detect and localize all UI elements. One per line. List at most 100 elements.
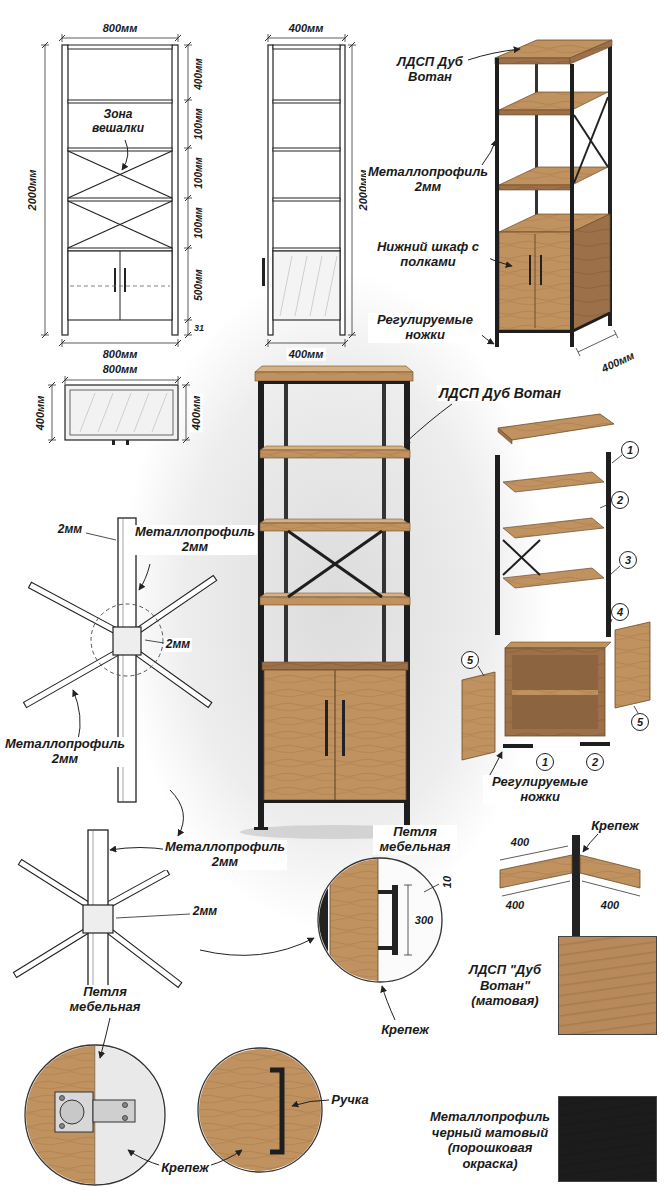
part-label: Нижний шкаф с полками bbox=[366, 240, 490, 270]
exploded-view bbox=[612, 455, 622, 463]
hinge-closeup bbox=[60, 1100, 84, 1124]
front-view bbox=[185, 42, 191, 48]
exploded-view bbox=[611, 566, 620, 574]
top-view bbox=[49, 382, 55, 388]
dimension-text: 2мм bbox=[191, 905, 219, 919]
side-view bbox=[273, 45, 340, 49]
side-view bbox=[265, 35, 271, 41]
shelf-unit-3d bbox=[540, 255, 542, 285]
shelf-unit-3d bbox=[573, 313, 610, 331]
hinge-detail bbox=[378, 890, 392, 894]
front-view bbox=[175, 35, 181, 41]
part-label: Металлопрофиль 2мм bbox=[133, 525, 257, 555]
front-view bbox=[59, 35, 65, 41]
front-view bbox=[185, 145, 191, 151]
hinge-detail bbox=[408, 885, 409, 955]
front-view bbox=[41, 34, 192, 347]
front-view bbox=[62, 45, 68, 335]
dimension-text: 2мм bbox=[56, 523, 84, 537]
part-label: ЛДСП Дуб Вотан bbox=[393, 55, 467, 85]
shelf-unit-3d bbox=[495, 58, 499, 347]
hinge-detail bbox=[318, 855, 412, 990]
part-label: Металлопрофиль 2мм bbox=[3, 737, 127, 767]
side-view bbox=[325, 256, 337, 316]
hinge-detail bbox=[318, 855, 328, 990]
top-view bbox=[175, 377, 181, 383]
hinge-closeup bbox=[100, 1018, 162, 1166]
hinge-detail bbox=[382, 884, 439, 1020]
exploded-view bbox=[505, 648, 605, 736]
dimension-text: 100мм bbox=[193, 155, 205, 190]
shelf-unit-3d bbox=[495, 330, 574, 333]
side-view bbox=[310, 256, 322, 316]
shelf-unit-3d bbox=[614, 330, 618, 338]
shelf-unit-3d bbox=[499, 110, 572, 115]
callout-number: 2 bbox=[586, 753, 604, 771]
dimension-text: 400мм bbox=[287, 348, 326, 361]
exploded-view bbox=[615, 622, 650, 708]
exploded-view bbox=[503, 540, 540, 575]
dimension-text: 400мм bbox=[598, 348, 638, 376]
front-view bbox=[185, 332, 191, 338]
handle-closeup bbox=[292, 1100, 329, 1106]
joint-detail bbox=[145, 640, 164, 643]
shelf-detail bbox=[502, 881, 570, 896]
top-view bbox=[186, 385, 187, 440]
main-unit bbox=[342, 700, 345, 756]
joint-detail bbox=[170, 790, 183, 836]
shelf-unit-3d bbox=[535, 46, 538, 232]
main-unit bbox=[288, 531, 382, 597]
shelf-unit-3d bbox=[576, 348, 580, 356]
callout-number: 1 bbox=[621, 441, 639, 459]
shelf-unit-3d bbox=[495, 58, 570, 64]
dimension-text: 31 bbox=[192, 323, 206, 333]
dimension-text: 800мм bbox=[101, 363, 140, 376]
top-view bbox=[70, 390, 173, 435]
shelf-unit-3d bbox=[570, 64, 574, 347]
hinge-detail bbox=[392, 885, 398, 955]
part-label: Крепеж bbox=[379, 1023, 431, 1038]
main-unit bbox=[260, 597, 410, 605]
hinge-closeup bbox=[55, 1092, 93, 1132]
hinge-closeup bbox=[25, 1045, 95, 1185]
callout-number: 5 bbox=[461, 651, 479, 669]
top-view bbox=[183, 437, 189, 443]
dimension-text: 2мм bbox=[164, 638, 192, 652]
top-view bbox=[134, 393, 149, 432]
front-view bbox=[68, 201, 172, 248]
front-view bbox=[124, 268, 126, 292]
shelf-unit-3d bbox=[578, 334, 616, 352]
backdrop bbox=[120, 270, 550, 930]
joint-detail bbox=[110, 848, 170, 851]
dimension-text: 500мм bbox=[193, 267, 205, 302]
front-view bbox=[62, 343, 178, 344]
front-view bbox=[120, 251, 121, 320]
main-unit bbox=[255, 366, 413, 372]
front-view bbox=[185, 317, 191, 323]
exploded-view bbox=[462, 414, 650, 782]
top-view bbox=[80, 393, 95, 432]
shelf-unit-3d bbox=[574, 97, 608, 183]
shelf-unit-3d bbox=[529, 255, 531, 285]
hinge-closeup bbox=[123, 1103, 128, 1108]
dimension-text: 400 bbox=[509, 836, 531, 849]
joint-detail bbox=[13, 830, 314, 1012]
shelf-detail bbox=[583, 834, 598, 852]
dimension-text: 400мм bbox=[190, 394, 203, 433]
joint-detail bbox=[13, 927, 89, 977]
hinge-closeup bbox=[123, 1116, 128, 1121]
main-unit bbox=[335, 670, 336, 800]
exploded-view bbox=[512, 655, 598, 729]
hinge-detail bbox=[424, 884, 439, 892]
legend-text: ЛДСП "Дуб Вотан" (матовая) bbox=[458, 962, 553, 1009]
exploded-view bbox=[495, 455, 500, 635]
legend-text: Металлопрофиль черный матовый (порошкова… bbox=[427, 1109, 553, 1171]
front-view bbox=[68, 251, 172, 320]
side-view bbox=[280, 256, 292, 316]
joint-detail bbox=[24, 649, 120, 707]
legend-swatch bbox=[558, 936, 657, 1035]
part-label: Петля мебельная bbox=[63, 985, 147, 1015]
top-view bbox=[62, 377, 68, 383]
top-view bbox=[65, 385, 178, 440]
exploded-view bbox=[503, 518, 604, 538]
